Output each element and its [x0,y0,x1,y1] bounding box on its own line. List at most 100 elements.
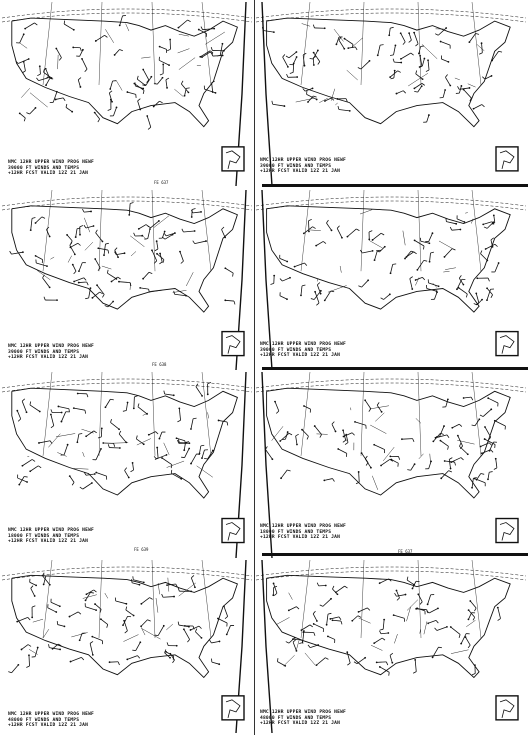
wind-barb [457,435,463,447]
caption-line-1: NMC 12HR UPPER WIND PROG NEWF [260,524,347,529]
caption-line-2: 48000 FT WINDS AND TEMPS [260,715,332,721]
wind-barb [50,414,55,426]
wind-barb [159,431,163,439]
station-dot [394,44,397,47]
wind-barb [219,43,223,56]
wind-barb [292,638,303,641]
wind-barb [195,631,202,639]
wind-barb [302,54,305,66]
inset-box [221,695,245,721]
panel-separator [262,553,528,556]
station-dot [331,619,334,622]
wind-barb-flag [84,68,88,73]
station-dot [95,609,98,612]
station-dot [451,426,454,429]
station-dot [457,286,460,289]
wind-barb-flag [327,612,332,615]
state-boundary [21,88,31,98]
wind-barb-flag [137,655,141,659]
inset-sketch [225,699,241,718]
station-dot [491,245,494,248]
station-dot [29,229,32,232]
wind-barb [389,655,393,663]
station-dot [156,446,159,449]
wind-barb-flag [449,226,453,231]
wind-barb [358,471,360,483]
wind-barb [21,401,27,413]
station-dot [194,586,196,589]
station-dot [72,46,75,49]
station-dot [284,664,287,667]
station-dot [296,76,299,78]
state-boundary [369,240,383,249]
us-outline [11,17,238,128]
wind-barb-flag [326,219,329,224]
wind-barb [148,431,156,436]
station-dot [389,76,392,79]
station-dot [49,413,52,416]
wind-barb-flag [149,597,153,600]
wind-barb [17,477,28,483]
wind-barb [165,79,168,88]
station-dot [486,259,489,262]
state-boundary [454,77,460,81]
station-dot [158,220,160,222]
station-dot [131,462,134,464]
station-dot [91,654,94,656]
wind-barb-flag [454,461,456,466]
wind-barb-flag [58,57,62,61]
wind-barb [362,250,373,254]
station-dot [421,78,424,81]
station-dot [399,32,402,35]
station-dot [271,458,274,461]
wind-barb-flag [355,481,360,485]
station-dot [60,411,63,414]
wind-barb-flag [146,79,150,83]
panel-caption: NMC 12HR UPPER WIND PROG NEWF 18000 FT W… [8,528,94,545]
state-boundary [276,617,290,625]
caption-line-3: +12HR FCST VALID 12Z 21 JAN [260,721,341,727]
state-boundary [295,640,300,652]
station-dot [481,298,483,301]
station-dot [380,464,382,467]
us-outline [11,574,238,679]
wind-barb [330,616,340,620]
station-dot [354,420,356,423]
station-dot [416,268,419,271]
wind-barb [156,77,163,85]
wind-barb [118,433,127,443]
wind-barb-flag [83,224,87,229]
state-boundary [174,88,184,97]
station-dot [190,462,192,465]
station-dot [178,407,181,410]
state-boundary [304,652,316,666]
panel-caption: NMC 12HR UPPER WIND PROG NEWF 48000 FT W… [260,710,346,727]
wind-barb [342,430,347,441]
station-dot [447,60,450,63]
state-boundary [178,57,196,70]
wind-barb-flag [192,208,196,210]
wind-barb-flag [344,442,349,445]
wind-barb-flag [312,610,316,615]
station-dot [101,240,104,243]
wind-barb-flag [452,248,456,251]
wind-barb-flag [190,209,194,214]
wind-barb [137,100,141,110]
wind-barb [211,82,214,93]
wind-barb [79,633,83,641]
wind-barb-flag [408,39,412,43]
wind-barb [114,49,120,56]
wind-barb [426,288,437,292]
wind-barb-flag [357,67,362,70]
wind-barb [374,250,378,261]
wind-barb [352,615,359,622]
wind-barb-flag [49,440,53,444]
wind-barb-flag [124,630,128,634]
wind-barb-flag [142,84,146,86]
state-boundary [370,424,387,434]
wind-barb-flag [389,652,394,656]
wind-barb-flag [390,77,395,80]
wind-barb [346,651,351,664]
station-dot [113,54,116,56]
station-dot [301,428,303,431]
